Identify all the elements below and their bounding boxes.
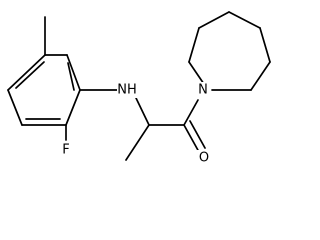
atom-label-oxygen-text: O — [199, 151, 209, 166]
bond-ring-a2-a3 — [66, 54, 81, 91]
azepane-ring — [188, 11, 271, 91]
bond-carbonyl-n — [183, 99, 199, 126]
bond-carbonyl-o-2 — [189, 120, 206, 149]
bond-ring-a5-a6 — [7, 89, 23, 126]
bond-carbonyl-o-1 — [183, 124, 200, 153]
bond-azepane-2 — [188, 27, 200, 63]
atom-label-ring-n-text: N — [198, 83, 208, 98]
bond-ring-a3-a4 — [65, 89, 81, 126]
atom-label-oxygen: O — [197, 150, 211, 166]
bond-ring-inner-1 — [67, 62, 75, 91]
bond-ring-a6-a1 — [7, 54, 46, 91]
molecule-structure: NH N O F — [7, 11, 271, 166]
atom-label-ring-n: N — [196, 82, 210, 98]
bond-azepane-6 — [250, 61, 271, 91]
atom-label-fluorine-text: F — [62, 143, 69, 158]
atom-label-nh-text: NH — [117, 83, 137, 98]
atom-label-nh: NH — [117, 82, 137, 98]
bond-azepane-4 — [228, 11, 261, 29]
bond-azepane-3 — [198, 11, 230, 29]
bond-azepane-5 — [259, 27, 271, 63]
bond-ring-inner-3 — [15, 61, 45, 89]
bond-alpha-methyl — [125, 124, 150, 161]
atom-label-fluorine: F — [59, 142, 73, 158]
bond-nh-alpha — [135, 97, 150, 126]
benzene-ring — [7, 54, 81, 126]
